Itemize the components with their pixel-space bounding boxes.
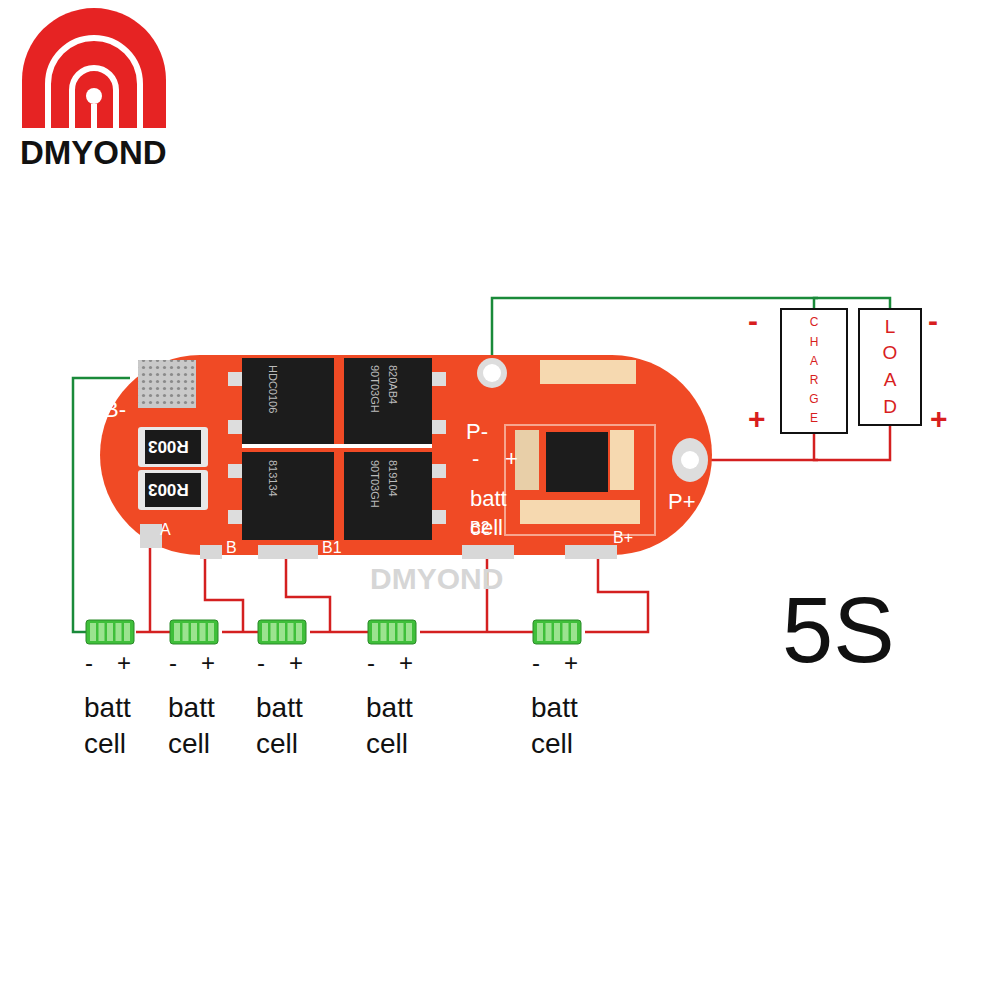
battery-segment	[116, 623, 122, 641]
battery-segment	[99, 623, 105, 641]
polarity-mark: -	[85, 650, 93, 675]
battery-icon	[86, 620, 134, 644]
pad-label: P-	[466, 420, 488, 443]
polarity-mark: +	[399, 650, 413, 675]
battery-segment	[398, 623, 404, 641]
battery-icon	[170, 620, 218, 644]
cell-label: batt cell	[366, 690, 430, 763]
box-label: LOAD	[881, 314, 900, 420]
polarity-mark: +	[930, 403, 948, 435]
cell-label: batt cell	[168, 690, 232, 763]
pad-label: A	[160, 522, 171, 539]
battery-segment	[174, 623, 180, 641]
battery-segment	[191, 623, 197, 641]
polarity-mark: +	[564, 650, 578, 675]
resistor-marking: R003	[148, 480, 189, 498]
battery-segment	[389, 623, 395, 641]
chip-marking: HDC0106	[266, 365, 278, 413]
battery-segment	[124, 623, 130, 641]
logo-icon	[22, 8, 166, 128]
battery-cells	[86, 620, 581, 644]
battery-segment	[208, 623, 214, 641]
polarity-mark: +	[289, 650, 303, 675]
logo-text: DMYOND	[20, 136, 167, 171]
battery-segment	[381, 623, 387, 641]
battery-segment	[406, 623, 412, 641]
pad-label: B	[226, 540, 237, 557]
battery-segment	[107, 623, 113, 641]
polarity-mark: +	[748, 403, 766, 435]
chip-marking: 819104	[386, 460, 398, 497]
pad-label: B1	[322, 540, 342, 557]
chip-marking: 90T03GH	[368, 365, 380, 413]
polarity-mark: -	[367, 650, 375, 675]
battery-segment	[262, 623, 268, 641]
battery-segment	[279, 623, 285, 641]
polarity-mark: -	[169, 650, 177, 675]
polarity-mark: -	[532, 650, 540, 675]
battery-segment	[546, 623, 552, 641]
battery-segment	[271, 623, 277, 641]
pad-label: B+	[613, 530, 633, 547]
cell-label: batt cell	[84, 690, 148, 763]
terminal-box: CHARGE	[780, 308, 848, 434]
chip-marking: 820AB4	[386, 365, 398, 404]
battery-segment	[563, 623, 569, 641]
battery-segment	[571, 623, 577, 641]
polarity-mark: -	[748, 305, 758, 337]
chip-marking: 90T03GH	[368, 460, 380, 508]
battery-segment	[296, 623, 302, 641]
pad-label: B2	[470, 520, 490, 537]
battery-segment	[554, 623, 560, 641]
battery-segment	[372, 623, 378, 641]
polarity-mark: +	[117, 650, 131, 675]
battery-segment	[288, 623, 294, 641]
terminal-box: LOAD	[858, 308, 922, 426]
polarity-mark: +	[201, 650, 215, 675]
series-count: 5S	[782, 582, 895, 679]
box-label: CHARGE	[808, 313, 820, 428]
resistor-marking: R003	[148, 437, 189, 455]
battery-segment	[537, 623, 543, 641]
wires	[73, 298, 818, 632]
pad-label: B-	[104, 398, 126, 421]
cell-label: batt cell	[256, 690, 320, 763]
battery-segment	[183, 623, 189, 641]
battery-segment	[200, 623, 206, 641]
battery-icon	[368, 620, 416, 644]
polarity-mark: -	[472, 447, 479, 470]
watermark: DMYOND	[370, 563, 503, 595]
chip-marking: 813134	[266, 460, 278, 497]
battery-icon	[258, 620, 306, 644]
polarity-mark: -	[257, 650, 265, 675]
bms-board	[100, 355, 712, 559]
battery-segment	[90, 623, 96, 641]
polarity-mark: -	[928, 305, 938, 337]
polarity-mark: +	[505, 447, 518, 470]
cell-label: batt cell	[531, 690, 595, 763]
battery-icon	[533, 620, 581, 644]
pad-label: P+	[668, 490, 696, 513]
wire-connector	[814, 298, 890, 308]
